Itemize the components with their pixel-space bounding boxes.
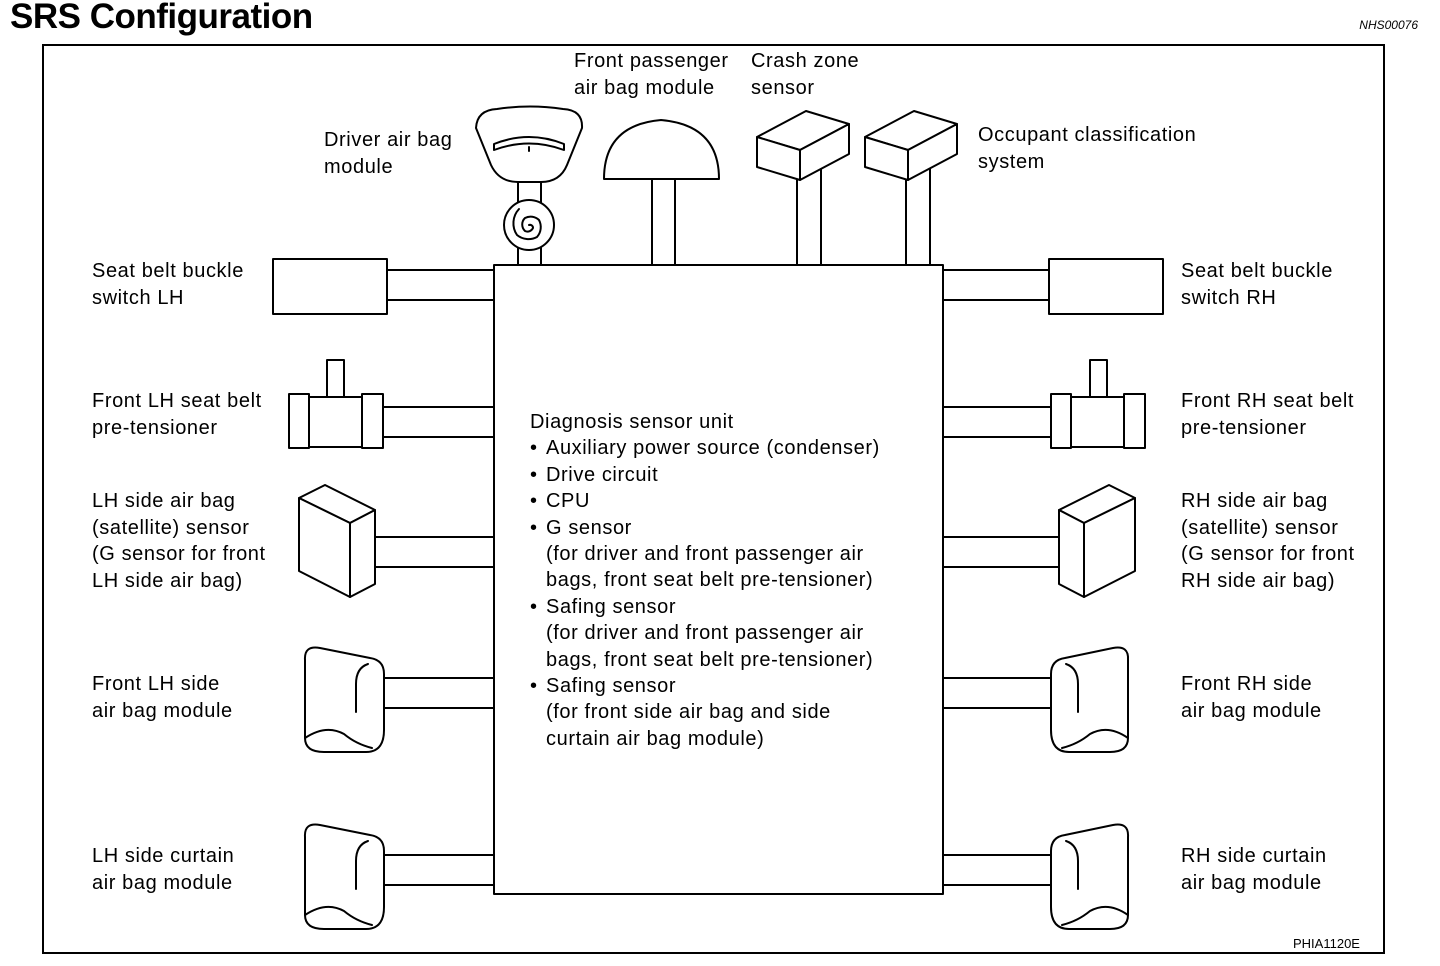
diagnosis-unit-item-text: Safing sensor (for front side air bag an… bbox=[546, 675, 831, 750]
crash-zone-sensor-icon bbox=[756, 110, 850, 266]
label-side-sensor-rh: RH side air bag (satellite) sensor (G se… bbox=[1181, 490, 1355, 592]
side-sensor-lh-icon bbox=[298, 484, 495, 598]
spiral-cable-icon bbox=[503, 199, 555, 251]
label-side-sensor-lh: LH side air bag (satellite) sensor (G se… bbox=[92, 490, 266, 592]
occupant-classification-icon bbox=[864, 110, 958, 266]
label-front-side-airbag-rh: Front RH side air bag module bbox=[1181, 673, 1322, 722]
bullet: • bbox=[530, 490, 538, 513]
label-curtain-rh: RH side curtain air bag module bbox=[1181, 845, 1327, 894]
buckle-switch-rh-icon bbox=[942, 258, 1164, 315]
diagnosis-unit-item: • Safing sensor (for front side air bag … bbox=[530, 673, 880, 752]
diagnosis-unit-item-text: Drive circuit bbox=[546, 463, 659, 486]
driver-airbag-icon bbox=[475, 105, 584, 266]
bullet: • bbox=[530, 437, 538, 460]
front-side-airbag-lh-icon bbox=[303, 646, 495, 753]
label-curtain-lh: LH side curtain air bag module bbox=[92, 845, 235, 894]
figure-code-bottom: PHIA1120E bbox=[1293, 936, 1360, 951]
bullet: • bbox=[530, 463, 538, 486]
label-driver-airbag: Driver air bag module bbox=[324, 129, 453, 178]
diagnosis-unit-item: • Drive circuit bbox=[530, 462, 880, 488]
front-side-airbag-rh-icon bbox=[942, 646, 1130, 753]
diagnosis-unit-item: • Auxiliary power source (condenser) bbox=[530, 435, 880, 461]
label-buckle-rh: Seat belt buckle switch RH bbox=[1181, 260, 1333, 309]
figure-code-top: NHS00076 bbox=[1359, 18, 1418, 32]
curtain-airbag-lh-icon bbox=[303, 823, 495, 930]
diagnosis-unit-item-text: CPU bbox=[546, 490, 591, 513]
dome-airbag-icon bbox=[603, 119, 720, 266]
label-crash-zone-sensor: Crash zone sensor bbox=[751, 50, 860, 99]
curtain-airbag-rh-icon bbox=[942, 823, 1130, 930]
side-sensor-rh-icon bbox=[942, 484, 1136, 598]
diagnosis-unit-title: Diagnosis sensor unit bbox=[530, 411, 734, 433]
label-front-side-airbag-lh: Front LH side air bag module bbox=[92, 673, 233, 722]
diagnosis-unit-item-text: G sensor (for driver and front passenger… bbox=[546, 516, 874, 592]
diagnosis-unit-item-text: Safing sensor (for driver and front pass… bbox=[546, 595, 874, 671]
diagnosis-sensor-unit-box bbox=[493, 264, 944, 895]
buckle-switch-lh-icon bbox=[272, 258, 495, 315]
label-pretensioner-rh: Front RH seat belt pre-tensioner bbox=[1181, 390, 1355, 439]
label-front-passenger-airbag: Front passenger air bag module bbox=[574, 50, 729, 99]
diagram-frame bbox=[42, 44, 1385, 954]
page-title: SRS Configuration bbox=[10, 0, 313, 36]
bullet: • bbox=[530, 516, 538, 539]
bullet: • bbox=[530, 675, 538, 698]
diagnosis-unit-item-text: Auxiliary power source (condenser) bbox=[546, 437, 880, 460]
pretensioner-rh-icon bbox=[942, 359, 1146, 449]
diagnosis-unit-item: • G sensor (for driver and front passeng… bbox=[530, 515, 880, 594]
diagnosis-sensor-unit-text: Diagnosis sensor unit • Auxiliary power … bbox=[530, 409, 880, 752]
diagnosis-unit-item: • Safing sensor (for driver and front pa… bbox=[530, 594, 880, 673]
label-buckle-lh: Seat belt buckle switch LH bbox=[92, 260, 244, 309]
label-occupant-classification: Occupant classification system bbox=[978, 124, 1197, 173]
pretensioner-lh-icon bbox=[288, 359, 495, 449]
bullet: • bbox=[530, 595, 538, 618]
label-pretensioner-lh: Front LH seat belt pre-tensioner bbox=[92, 390, 262, 439]
diagnosis-unit-item: • CPU bbox=[530, 488, 880, 514]
